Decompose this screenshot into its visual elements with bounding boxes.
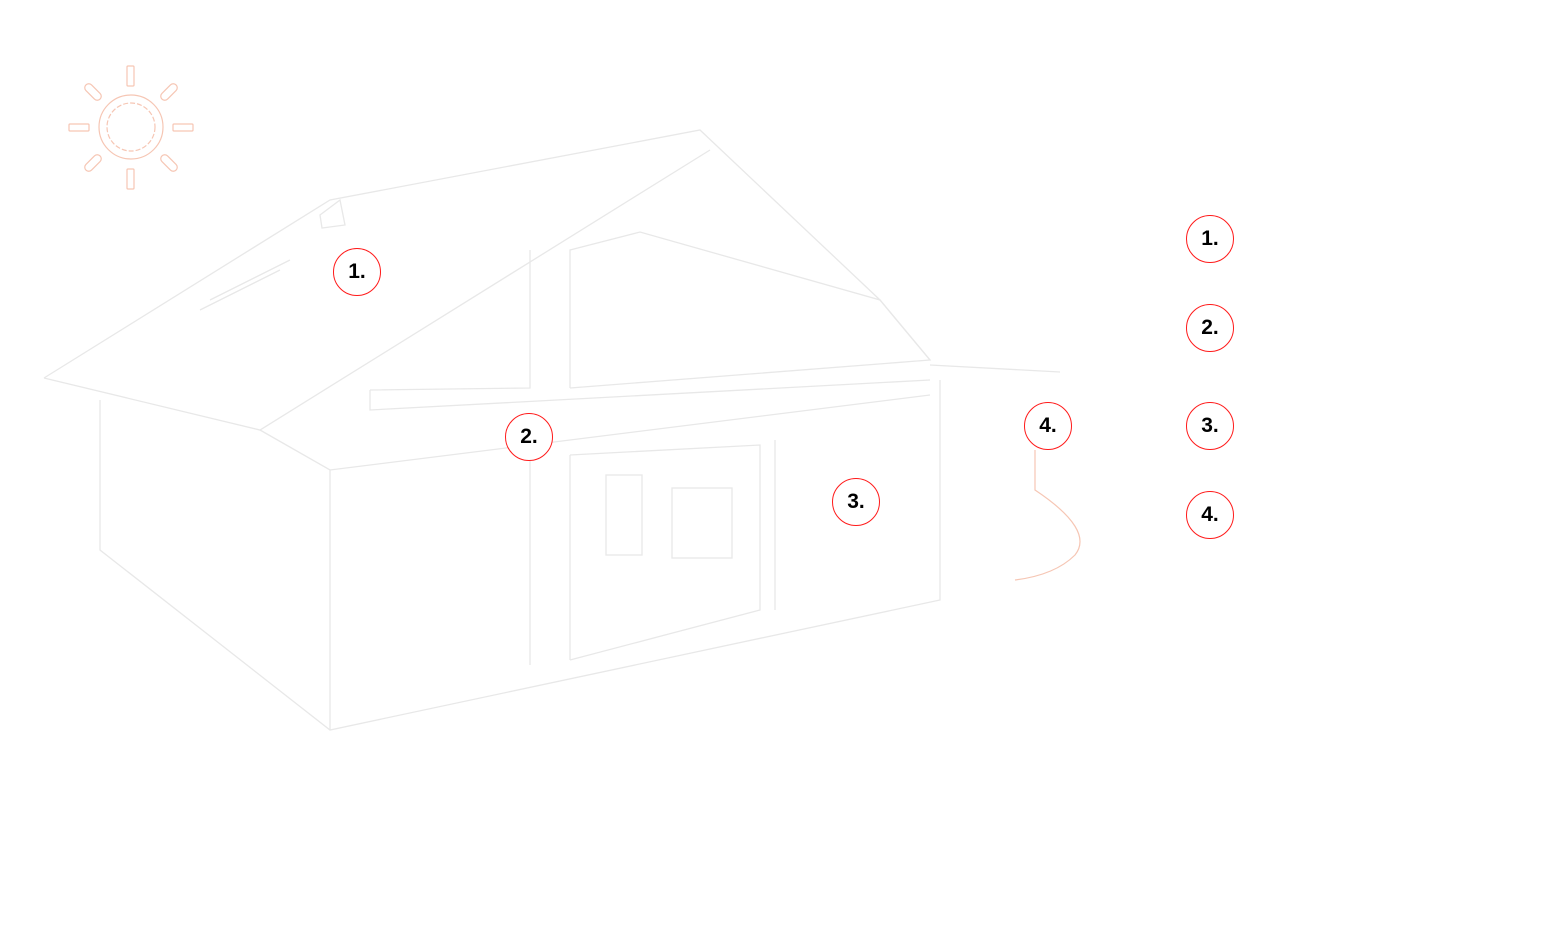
legend-marker-3[interactable]: 3. (1186, 402, 1234, 450)
house-marker-3[interactable]: 3. (832, 478, 880, 526)
house-marker-2[interactable]: 2. (505, 413, 553, 461)
house-sketch (43, 129, 1061, 731)
legend-marker-2[interactable]: 2. (1186, 304, 1234, 352)
house-marker-1[interactable]: 1. (333, 248, 381, 296)
house-marker-4[interactable]: 4. (1024, 402, 1072, 450)
sun-icon (68, 65, 194, 190)
legend-marker-1[interactable]: 1. (1186, 215, 1234, 263)
legend-marker-4[interactable]: 4. (1186, 491, 1234, 539)
ground-pipe (1014, 450, 1081, 581)
